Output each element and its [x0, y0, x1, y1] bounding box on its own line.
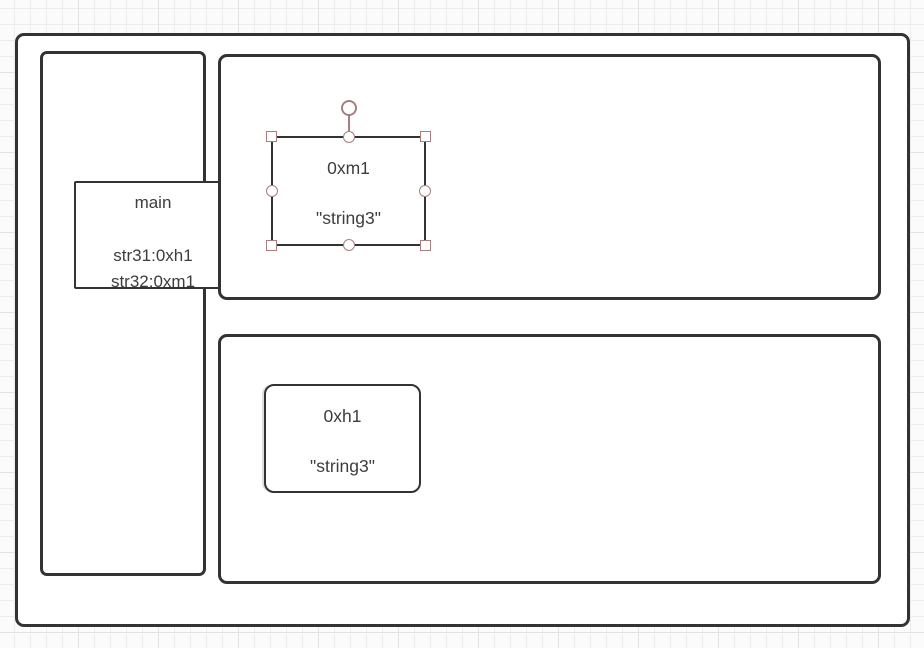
rotate-handle-icon[interactable]	[340, 100, 357, 116]
resize-handle-e[interactable]	[419, 185, 431, 197]
resize-handle-ne[interactable]	[420, 131, 431, 142]
main-frame-box[interactable]: main str31:0xh1 str32:0xm1	[74, 181, 232, 291]
upper-region-box[interactable]: 0xm1 "string3"	[218, 54, 881, 300]
resize-handle-sw[interactable]	[266, 240, 277, 251]
resize-handle-se[interactable]	[420, 240, 431, 251]
resize-handle-n[interactable]	[342, 131, 355, 143]
node-0xm1-label: 0xm1	[327, 158, 370, 178]
lower-region-box[interactable]: 0xh1 "string3"	[218, 334, 881, 584]
outer-container-box[interactable]: main str31:0xh1 str32:0xm1 0xm1 "string3…	[15, 33, 910, 627]
rotate-stem	[347, 114, 350, 134]
node-0xh1-value: "string3"	[310, 456, 375, 476]
main-frame-field-str31: str31:0xh1	[113, 246, 193, 265]
resize-handle-nw[interactable]	[266, 131, 277, 142]
left-panel-box[interactable]: main str31:0xh1 str32:0xm1	[40, 51, 232, 576]
node-0xh1-label: 0xh1	[323, 406, 362, 426]
node-0xh1[interactable]: 0xh1 "string3"	[264, 384, 421, 493]
node-0xm1-value: "string3"	[316, 208, 381, 228]
resize-handle-s[interactable]	[342, 239, 355, 251]
resize-handle-w[interactable]	[266, 185, 278, 197]
main-frame-field-str32: str32:0xm1	[110, 272, 196, 291]
node-0xm1[interactable]: 0xm1 "string3"	[266, 100, 431, 251]
main-frame-title: main	[134, 193, 172, 212]
main-frame-fields: str31:0xh1 str32:0xm1	[76, 243, 230, 295]
